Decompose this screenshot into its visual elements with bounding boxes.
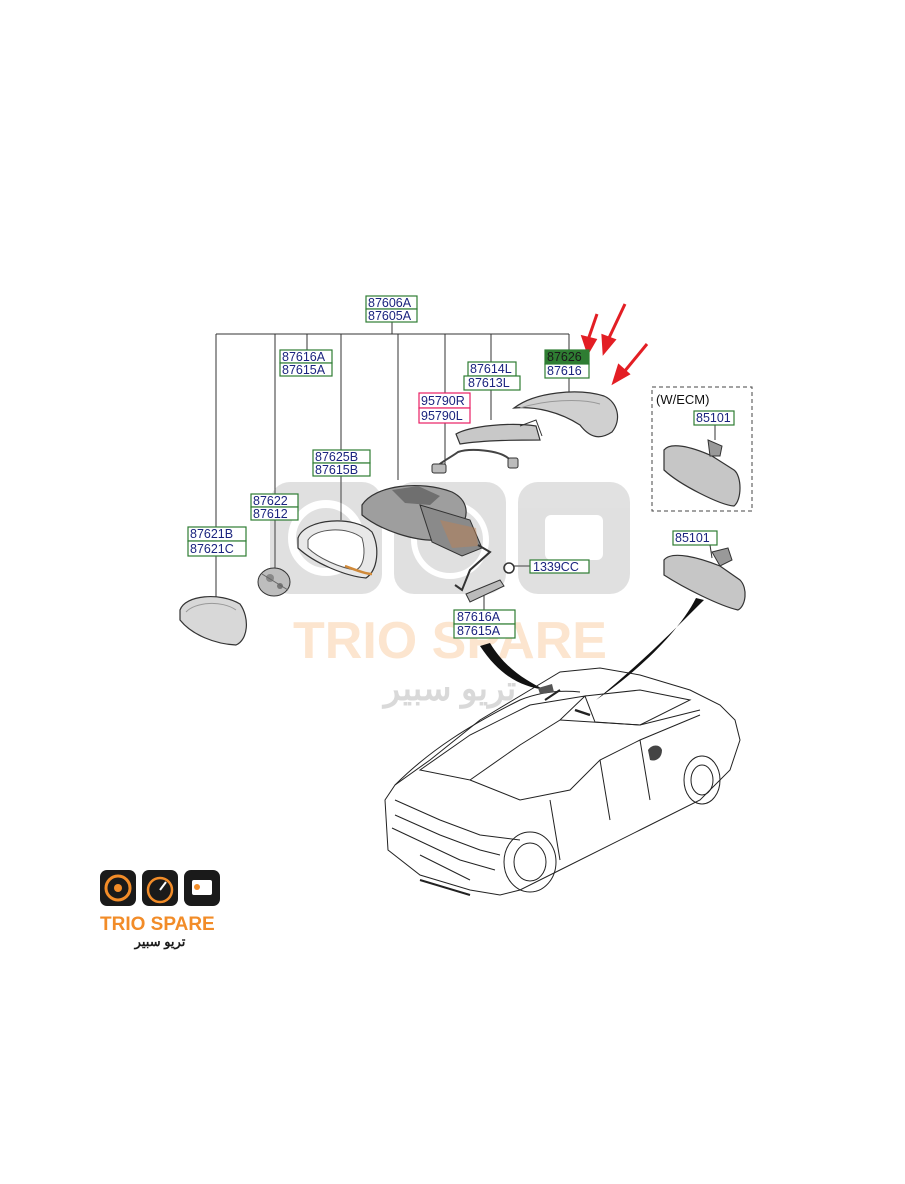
part-number: 87615B: [315, 463, 358, 477]
part-number-highlighted: 87626: [547, 350, 582, 364]
part-number: 87615A: [282, 363, 326, 377]
car-side-mirror: [648, 745, 662, 761]
label-cover-outer[interactable]: 87626 87616: [544, 349, 590, 379]
part-number: 87621C: [190, 542, 234, 556]
part-number: 87606A: [368, 296, 412, 310]
label-cover-cap[interactable]: 87616A 87615A: [279, 349, 333, 377]
pointer-wedge-left: [480, 643, 545, 690]
part-number: 95790L: [421, 409, 463, 423]
repeater-drawing: [431, 449, 519, 474]
label-housing[interactable]: 87625B 87615B: [312, 449, 371, 477]
brand-logo: TRIO SPARE تريو سبير: [100, 870, 220, 950]
label-top-assembly[interactable]: 87606A 87605A: [365, 295, 418, 323]
part-number: 95790R: [421, 394, 465, 408]
part-number: 87622: [253, 494, 288, 508]
label-repeater[interactable]: 95790R 95790L: [418, 392, 471, 424]
red-arrows: [580, 303, 649, 386]
car-drawing: [384, 667, 741, 896]
part-number: 87616A: [282, 350, 326, 364]
label-bolt[interactable]: 1339CC: [529, 559, 590, 574]
ecm-mirror-drawing: [663, 439, 741, 507]
watermark-brand: TRIO SPARE: [293, 612, 607, 670]
label-base[interactable]: 87616A 87615A: [453, 609, 516, 639]
trim-cover-drawing: [455, 419, 543, 445]
ecm-caption: (W/ECM): [656, 392, 709, 407]
label-actuator[interactable]: 87622 87612: [250, 493, 299, 521]
leader-lines: [215, 322, 716, 610]
logo-brand: TRIO SPARE: [100, 914, 215, 935]
mirror-glass-drawing: [179, 596, 247, 646]
part-number: 1339CC: [533, 560, 579, 574]
part-number: 87614L: [470, 362, 512, 376]
part-number: 87612: [253, 507, 288, 521]
label-inner-mirror[interactable]: 85101: [672, 530, 718, 546]
logo-brand-arabic: تريو سبير: [134, 934, 186, 950]
part-number: 85101: [675, 531, 710, 545]
part-number: 87605A: [368, 309, 412, 323]
actuator-drawing: [257, 567, 291, 597]
mirror-assembly-drawing: [361, 484, 492, 592]
label-ecm-mirror[interactable]: 85101: [693, 410, 735, 426]
part-number: 87616: [547, 364, 582, 378]
base-bracket-drawing: [465, 562, 515, 603]
housing-frame-drawing: [297, 520, 378, 579]
part-number: 87615A: [457, 624, 501, 638]
pointer-wedge-right: [596, 598, 704, 700]
car-inner-mirror: [538, 684, 554, 694]
part-number: 87613L: [468, 376, 510, 390]
ecm-inset-box: [651, 386, 753, 512]
watermark-brand-arabic: تريو سبير: [382, 670, 516, 709]
part-number: 85101: [696, 411, 731, 425]
label-trim[interactable]: 87614L 87613L: [463, 361, 521, 391]
part-number: 87616A: [457, 610, 501, 624]
outer-cover-drawing: [511, 391, 619, 438]
inner-mirror-drawing: [663, 547, 746, 611]
label-glass[interactable]: 87621B 87621C: [187, 526, 247, 557]
part-number: 87625B: [315, 450, 358, 464]
part-number: 87621B: [190, 527, 233, 541]
